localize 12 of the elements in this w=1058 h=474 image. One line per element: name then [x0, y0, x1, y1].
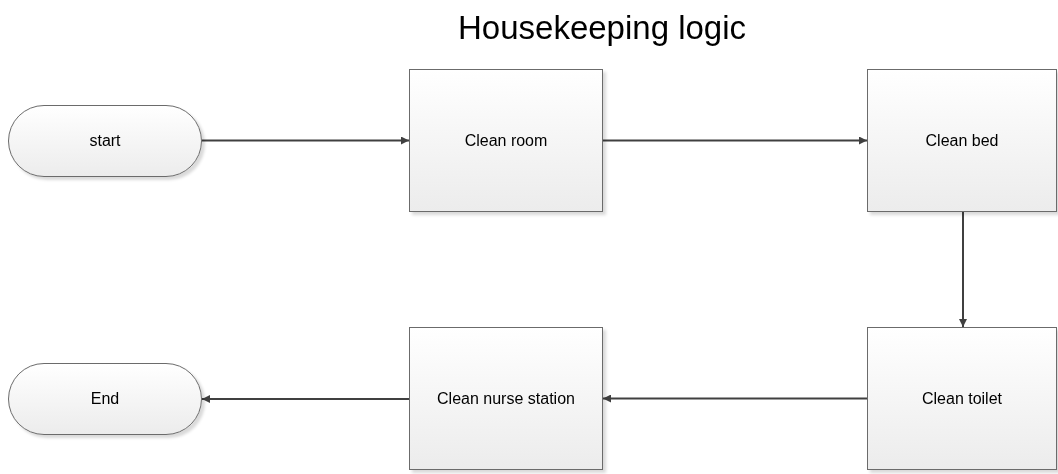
process-box: Clean nurse station — [409, 327, 603, 470]
arrow — [602, 394, 868, 403]
arrow — [959, 211, 967, 328]
arrow — [201, 136, 410, 145]
terminal-pill: start — [8, 105, 202, 177]
arrow — [602, 136, 868, 145]
process-box: Clean bed — [867, 69, 1057, 212]
process-box: Clean room — [409, 69, 603, 212]
terminal-pill: End — [8, 363, 202, 435]
process-box: Clean toilet — [867, 327, 1057, 470]
diagram-title: Housekeeping logic — [458, 8, 747, 48]
arrow — [201, 395, 410, 403]
